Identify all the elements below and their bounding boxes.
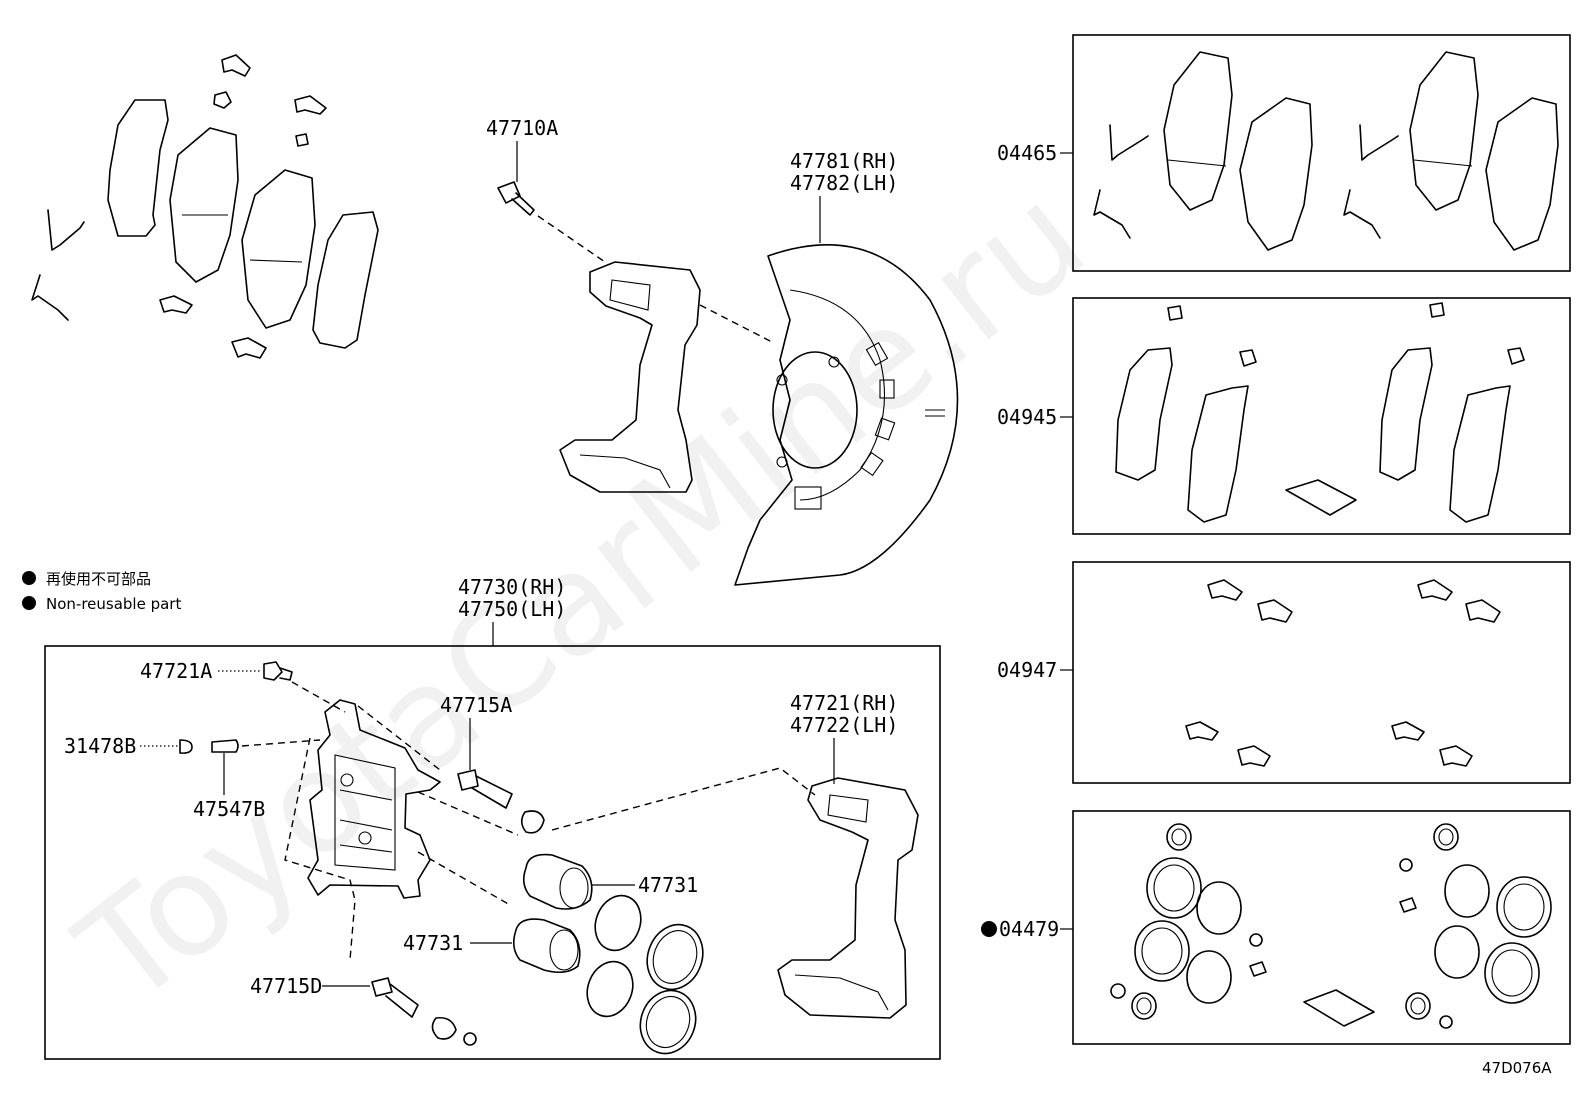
dashed-guide-bolt [537,215,606,263]
caliper-assembly: 47730(RH) 47750(LH) 47721A 31478B 47547B… [44,575,941,1060]
label-47731-upper: 47731 [638,873,698,897]
kit-04479: 04479 [981,810,1571,1045]
non-reusable-dot-icon [22,596,36,610]
caliper-assembly-box [44,645,941,1060]
kit-04945: 04945 [997,297,1571,535]
kit-04945-contents [1115,302,1525,523]
kit-04947: 04947 [997,561,1571,784]
label-31478b: 31478B [64,734,136,758]
legend-jp: 再使用不可部品 [46,570,151,588]
diagram-code: 47D076A [1482,1059,1552,1077]
caliper-bracket-top [559,261,701,493]
label-47715d: 47715D [250,974,322,998]
label-47710a: 47710A [486,116,558,140]
label-47721-rh: 47721(RH) [790,691,898,715]
disc-dust-shield: 47781(RH) 47782(LH) [734,149,959,586]
kit-label-04465: 04465 [997,141,1057,165]
non-reusable-dot-icon [981,921,997,937]
non-reusable-dot-icon [22,571,36,585]
label-47547b: 47547B [193,797,265,821]
kit-label-04947: 04947 [997,658,1057,682]
legend: 再使用不可部品 Non-reusable part [22,570,181,613]
label-47730-rh: 47730(RH) [458,575,566,599]
label-47781-rh: 47781(RH) [790,149,898,173]
kit-04465: 04465 [997,34,1571,272]
label-47715a: 47715A [440,693,512,717]
caliper-body [307,699,441,899]
bolt-47710a: 47710A [486,116,558,216]
exploded-pad-set [31,54,379,359]
label-47721a: 47721A [140,659,212,683]
kit-04947-contents [1185,579,1501,767]
dashed-guide-bracket [699,304,773,343]
label-47731-lower: 47731 [403,931,463,955]
legend-en: Non-reusable part [46,595,181,613]
label-47722-lh: 47722(LH) [790,713,898,737]
caliper-mounting [777,777,919,1019]
kit-04465-contents [1093,51,1559,251]
kit-label-04479: 04479 [999,917,1059,941]
label-47782-lh: 47782(LH) [790,171,898,195]
kit-label-04945: 04945 [997,405,1057,429]
kit-04479-contents [1110,823,1552,1029]
label-47750-lh: 47750(LH) [458,597,566,621]
